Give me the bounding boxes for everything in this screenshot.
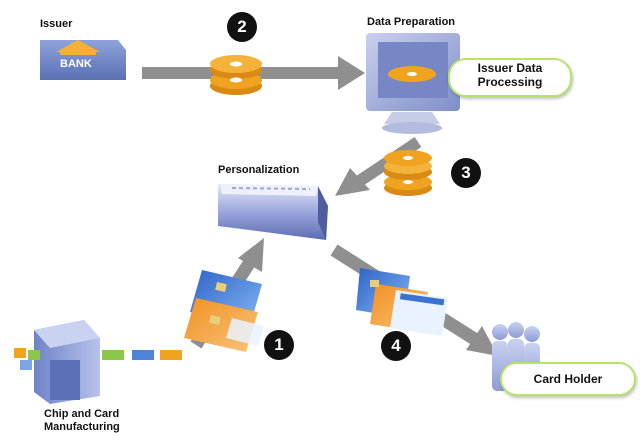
chip-machine-icon [14, 320, 182, 404]
card-holder-label: Card Holder [500, 362, 636, 396]
card-stack-icon-4 [356, 268, 448, 336]
personalization-label: Personalization [218, 164, 300, 176]
card-stack-icon [184, 270, 264, 352]
step-badge-4: 4 [381, 331, 411, 361]
bank-label: BANK [60, 58, 92, 70]
bank-icon [40, 40, 126, 80]
disc-stack-icon [210, 55, 262, 95]
step-badge-3: 3 [451, 158, 481, 188]
step-badge-2: 2 [227, 12, 257, 42]
issuer-data-processing-line1: Issuer Data [477, 61, 543, 75]
personalization-machine-icon [218, 184, 328, 240]
issuer-data-processing-label: Issuer Data Processing [448, 58, 572, 97]
step-badge-1: 1 [264, 330, 294, 360]
disc-stack-icon-3 [384, 150, 432, 196]
monitor-icon [366, 33, 460, 134]
data-preparation-label: Data Preparation [367, 16, 456, 28]
chip-manufacturing-line2: Manufacturing [44, 421, 120, 433]
issuer-data-processing-line2: Processing [477, 75, 543, 89]
chip-manufacturing-line1: Chip and Card [44, 408, 120, 420]
chip-manufacturing-label: Chip and Card Manufacturing [44, 408, 120, 434]
issuer-label: Issuer [40, 18, 73, 30]
